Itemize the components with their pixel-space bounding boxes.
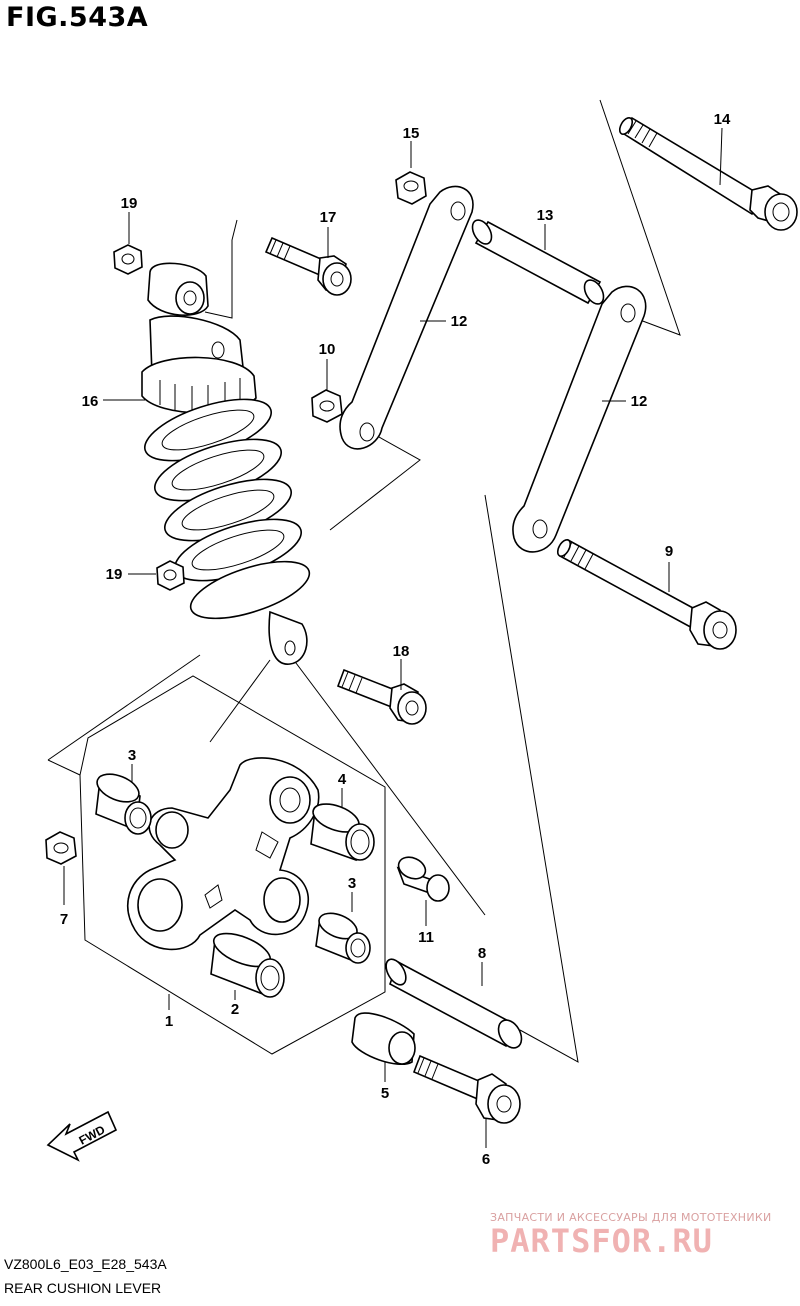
- callout-1: 1: [165, 1013, 173, 1030]
- part-4-bearing: [310, 803, 375, 862]
- part-11-spacer: [396, 856, 450, 902]
- part-9-bolt: [556, 538, 737, 650]
- part-10-nut: [311, 389, 343, 423]
- guide-lines: [47, 99, 681, 1063]
- callout-7: 7: [60, 911, 68, 928]
- model-code: VZ800L6_E03_E28_543A: [4, 1256, 167, 1272]
- callout-19-lower: 19: [106, 566, 123, 583]
- part-16-shock-absorber: [141, 262, 311, 665]
- part-1-cushion-lever: [126, 757, 320, 951]
- callout-18: 18: [393, 643, 410, 660]
- callout-4: 4: [338, 771, 347, 788]
- callout-19-upper: 19: [121, 195, 138, 212]
- part-14-bolt: [618, 116, 798, 231]
- part-2-bearing: [210, 932, 285, 998]
- callouts: 14 13 15 19 17 12 12 10 16 9 19 18 3 4 3…: [60, 111, 731, 1168]
- callout-6: 6: [482, 1151, 490, 1168]
- callout-13: 13: [537, 207, 554, 224]
- callout-2: 2: [231, 1001, 239, 1018]
- part-5-bushing: [351, 1012, 416, 1065]
- callout-3-upper: 3: [128, 747, 136, 764]
- part-18-bolt: [336, 668, 427, 725]
- part-13-spacer: [471, 219, 605, 305]
- part-12-rod-upper: [339, 185, 474, 450]
- leader-lines: [63, 127, 723, 1148]
- part-3-bearing-b: [315, 912, 371, 964]
- callout-14: 14: [714, 111, 731, 128]
- part-19-nut-lower: [156, 560, 185, 591]
- part-3-bearing-a: [95, 773, 152, 835]
- callout-16: 16: [82, 393, 99, 410]
- callout-8: 8: [478, 945, 486, 962]
- part-19-nut-upper: [113, 244, 143, 275]
- assembly-bracket: [79, 675, 386, 1055]
- fwd-arrow-icon: FWD: [46, 1110, 118, 1162]
- watermark-tagline: ЗАПЧАСТИ И АКСЕССУАРЫ ДЛЯ МОТОТЕХНИКИ: [490, 1211, 772, 1224]
- callout-9: 9: [665, 543, 673, 560]
- diagram-caption: REAR CUSHION LEVER: [4, 1280, 162, 1296]
- callout-5: 5: [381, 1085, 389, 1102]
- callout-12-upper: 12: [451, 313, 468, 330]
- callout-11: 11: [418, 929, 434, 946]
- part-8-spacer: [385, 958, 523, 1049]
- fig-title: FIG.543A: [6, 2, 149, 33]
- part-12-rod-lower: [512, 285, 647, 553]
- part-6-bolt: [412, 1054, 521, 1124]
- callout-12-lower: 12: [631, 393, 648, 410]
- callout-10: 10: [319, 341, 336, 358]
- watermark-logo: PARTSFOR.RU: [490, 1222, 713, 1260]
- callout-17: 17: [320, 209, 337, 226]
- callout-15: 15: [403, 125, 420, 142]
- part-15-nut: [395, 171, 427, 205]
- part-17-bolt: [264, 236, 352, 296]
- part-7-nut: [45, 831, 77, 865]
- callout-3-right: 3: [348, 875, 356, 892]
